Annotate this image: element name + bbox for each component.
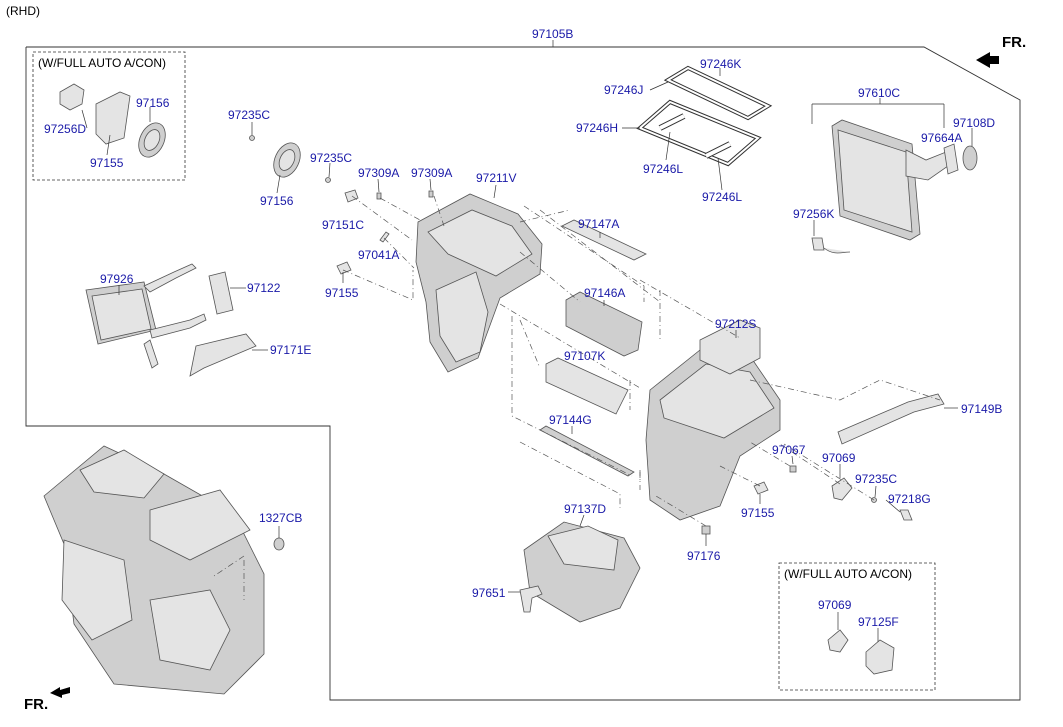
part-97155-box-shape [95,91,131,145]
part-97069-shape-b [827,629,849,653]
option-box-title-top-left: (W/FULL AUTO A/CON) [38,56,167,70]
part-label-97156[interactable]: 97156 [260,194,294,208]
part-label-97069-a[interactable]: 97069 [822,451,856,465]
part-97041A-shape [379,231,390,243]
part-97651-shape [519,585,543,613]
part-label-97122[interactable]: 97122 [247,281,281,295]
part-97122-shape [208,271,234,315]
assembly-part-label[interactable]: 97105B [532,27,574,41]
part-label-97176[interactable]: 97176 [687,549,721,563]
part-97309A-shape-a [376,192,382,200]
part-97211V-shape [415,193,543,373]
part-97067-shape [789,465,797,473]
assembly-boundary [25,46,1021,701]
part-97256D-shape [59,83,85,111]
part-label-97651[interactable]: 97651 [472,586,506,600]
part-label-97125F[interactable]: 97125F [858,615,899,629]
part-97151C-shape [344,189,359,203]
part-97664A-shape [943,143,959,175]
part-label-97256D[interactable]: 97256D [44,122,87,136]
part-label-97137D[interactable]: 97137D [564,502,607,516]
part-label-97309A-b[interactable]: 97309A [411,166,453,180]
part-label-97144G[interactable]: 97144G [549,413,592,427]
part-label-97171E[interactable]: 97171E [270,343,312,357]
part-1327CB-shape [273,537,285,551]
part-label-97235C-b[interactable]: 97235C [310,151,353,165]
part-label-97246H[interactable]: 97246H [576,121,619,135]
part-97108D-shape [962,145,978,171]
part-label-97041A[interactable]: 97041A [358,248,400,262]
option-box-top-left [32,51,186,181]
part-97146A-shape [565,291,643,357]
part-97147A-shape [561,219,647,261]
part-label-97155-a[interactable]: 97155 [325,286,359,300]
part-label-97155-box[interactable]: 97155 [90,156,124,170]
part-97171E-shape [189,333,257,377]
part-label-1327CB[interactable]: 1327CB [259,511,303,525]
part-label-97246L-b[interactable]: 97246L [702,190,743,204]
front-marker-bottom: FR. [24,696,49,713]
part-97137D-shape [523,521,641,623]
part-label-97108D[interactable]: 97108D [953,116,996,130]
part-97235C-shape-b [325,177,331,183]
part-97155-shape-a [336,261,352,275]
part-label-97610C[interactable]: 97610C [858,86,901,100]
part-label-97147A[interactable]: 97147A [578,217,620,231]
part-97218G-shape [899,509,913,521]
front-arrow-icon-bottom [50,687,70,698]
part-label-97926[interactable]: 97926 [100,272,134,286]
part-97246-shapes [636,65,773,167]
part-label-97235C-c[interactable]: 97235C [855,472,898,486]
part-label-97151C[interactable]: 97151C [322,218,365,232]
part-97107K-shape [545,357,629,415]
corner-note: (RHD) [6,4,40,18]
part-97610C-shape [831,119,949,241]
part-97144G-shape [539,425,635,477]
part-97069-shape-a [831,477,853,501]
option-box-bottom-right [778,562,936,691]
part-97176-shape [701,525,711,535]
part-label-97211V[interactable]: 97211V [476,171,517,185]
front-marker-top: FR. [1002,34,1027,51]
part-97125F-shape [865,639,895,675]
part-label-97246J[interactable]: 97246J [604,83,644,97]
part-label-97235C-a[interactable]: 97235C [228,108,271,122]
part-label-97146A[interactable]: 97146A [584,286,626,300]
part-label-97664A[interactable]: 97664A [921,131,963,145]
part-97212S-shape [645,319,781,521]
part-label-97149B[interactable]: 97149B [961,402,1003,416]
part-label-97246L-a[interactable]: 97246L [643,162,684,176]
part-label-97156-box[interactable]: 97156 [136,96,170,110]
part-label-97069-b[interactable]: 97069 [818,598,852,612]
part-97149B-shape [837,393,945,445]
front-arrow-icon [976,52,999,68]
option-box-title-bottom-right: (W/FULL AUTO A/CON) [784,567,913,581]
assembled-unit-shape [43,445,265,695]
part-label-97107K[interactable]: 97107K [564,349,606,363]
part-97235C-shape-a [249,135,255,141]
part-97156-shape [273,142,301,178]
part-label-97218G[interactable]: 97218G [888,492,931,506]
part-label-97309A-a[interactable]: 97309A [358,166,400,180]
part-label-97212S[interactable]: 97212S [715,317,757,331]
part-label-97246K[interactable]: 97246K [700,57,742,71]
part-label-97256K[interactable]: 97256K [793,207,835,221]
part-label-97067[interactable]: 97067 [772,443,806,457]
part-label-97155-b[interactable]: 97155 [741,506,775,520]
part-97256K-shape [811,237,851,254]
part-97309A-shape-b [428,190,434,198]
part-97156-box-shape [138,122,166,158]
part-97926-shape [85,263,207,369]
